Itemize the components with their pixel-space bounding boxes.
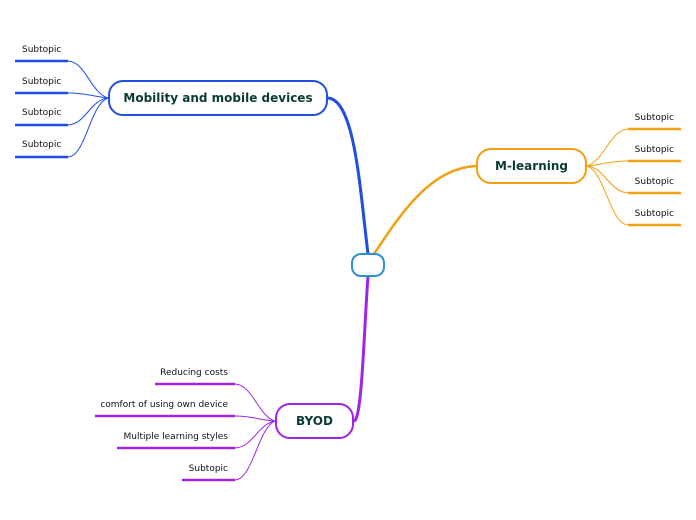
byod-subtopic-comfort-own-device[interactable]: comfort of using own device: [100, 400, 228, 410]
connector-byod: [352, 275, 370, 423]
mobility-subtopic-connectors: [67, 60, 109, 158]
topic-byod-label: BYOD: [296, 414, 333, 428]
mlearning-subtopic-4[interactable]: Subtopic: [634, 209, 674, 219]
mobility-subtopic-1[interactable]: Subtopic: [22, 45, 62, 55]
mlearning-subtopic-3[interactable]: Subtopic: [634, 177, 674, 187]
topic-mlearning-label: M-learning: [495, 159, 568, 173]
byod-subtopic-underlines: [95, 382, 235, 482]
connector-mobility: [327, 96, 370, 255]
mlearning-subtopic-connectors: [586, 128, 629, 226]
byod-subtopic-multiple-learning-styles[interactable]: Multiple learning styles: [123, 432, 228, 442]
topic-byod[interactable]: BYOD: [275, 403, 354, 439]
central-topic-node[interactable]: [351, 253, 385, 277]
mobility-subtopic-underlines: [15, 59, 68, 159]
topic-m-learning[interactable]: M-learning: [476, 148, 587, 184]
mobility-subtopic-2[interactable]: Subtopic: [22, 77, 62, 87]
byod-subtopic-connectors: [234, 383, 276, 481]
byod-subtopic-reducing-costs[interactable]: Reducing costs: [160, 368, 228, 378]
connector-mlearning: [372, 164, 477, 255]
mobility-subtopic-4[interactable]: Subtopic: [22, 140, 62, 150]
topic-mobility-and-mobile-devices[interactable]: Mobility and mobile devices: [108, 80, 328, 116]
mlearning-subtopic-underlines: [628, 127, 681, 227]
mlearning-subtopic-2[interactable]: Subtopic: [634, 145, 674, 155]
byod-subtopic-4[interactable]: Subtopic: [188, 464, 228, 474]
mlearning-subtopic-1[interactable]: Subtopic: [634, 113, 674, 123]
topic-mobility-label: Mobility and mobile devices: [123, 91, 313, 105]
mobility-subtopic-3[interactable]: Subtopic: [22, 108, 62, 118]
